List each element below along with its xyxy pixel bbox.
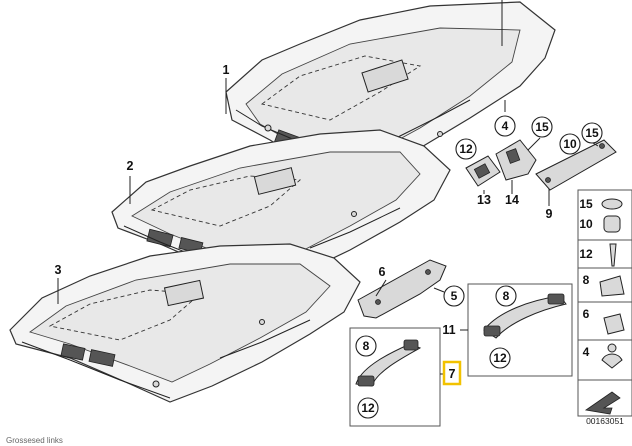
grab-handle-11 (483, 293, 567, 339)
svg-text:15: 15 (585, 126, 599, 140)
rail-9 (535, 139, 617, 191)
svg-text:8: 8 (503, 289, 510, 303)
strip-label-4: 4 (583, 345, 590, 359)
svg-text:5: 5 (451, 289, 458, 303)
svg-text:7: 7 (449, 367, 456, 381)
strip-label-12: 12 (579, 247, 593, 261)
fastener-strip (577, 189, 632, 417)
circled-callout-4: 4 (494, 115, 516, 137)
svg-text:15: 15 (535, 120, 549, 134)
callout-13: 13 (477, 193, 491, 207)
circled-callout-12-box11: 12 (489, 347, 511, 369)
grab-handle-7 (355, 339, 422, 387)
callout-14: 14 (505, 193, 519, 207)
strip-label-15: 15 (579, 197, 593, 211)
callout-11: 11 (442, 323, 455, 337)
headliner-3 (9, 243, 361, 403)
clip-bracket-13 (465, 155, 501, 187)
svg-text:12: 12 (493, 351, 507, 365)
bracket-14 (495, 139, 537, 181)
highlighted-callout-7: 7 (442, 360, 462, 386)
circled-callout-15-a: 15 (531, 116, 553, 138)
svg-text:10: 10 (563, 137, 577, 151)
rail-5 (357, 259, 447, 319)
callout-2: 2 (127, 159, 134, 173)
figure-id: 00163051 (586, 416, 624, 426)
circled-callout-12-box7: 12 (357, 397, 379, 419)
circled-callout-12-a: 12 (455, 138, 477, 160)
footnote-text: Grossesed links (6, 436, 63, 445)
strip-label-10: 10 (579, 217, 593, 231)
svg-text:8: 8 (363, 339, 370, 353)
svg-text:4: 4 (502, 119, 509, 133)
circled-callout-10: 10 (559, 133, 581, 155)
callout-5: 6 (379, 265, 386, 279)
svg-text:12: 12 (361, 401, 375, 415)
callout-1: 1 (223, 63, 230, 77)
circled-callout-15-b: 15 (581, 122, 603, 144)
circled-callout-8-box7: 8 (355, 335, 377, 357)
callout-3: 3 (55, 263, 62, 277)
circled-callout-6: 5 (443, 285, 465, 307)
strip-label-8: 8 (583, 273, 590, 287)
circled-callout-8-box11: 8 (495, 285, 517, 307)
callout-12-label: 12 (459, 142, 473, 156)
strip-label-6: 6 (583, 307, 590, 321)
callout-9: 9 (546, 207, 553, 221)
